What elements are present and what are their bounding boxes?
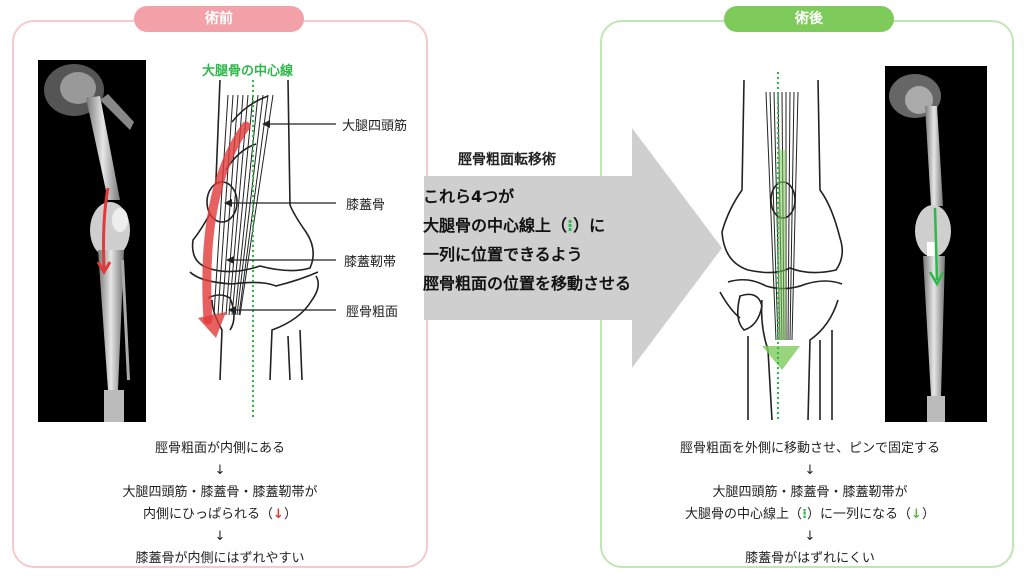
femur-midline-label: 大腿骨の中心線 [202, 64, 294, 79]
after-caption-line-4: 膝蓋骨がはずれにくい [745, 551, 875, 566]
procedure-line-1: これら4つが [423, 187, 515, 206]
procedure-arrow [424, 128, 722, 368]
procedure-line-2: 大腿骨の中心線上（⁝）に [423, 216, 606, 235]
down-arrow: ↓ [214, 463, 226, 478]
patella-label: 膝蓋骨 [346, 198, 386, 213]
midline-mark: ⁝ [802, 507, 808, 522]
green-arrow-mark: ↓ [911, 507, 922, 522]
down-arrow: ↓ [804, 463, 816, 478]
after-caption: 脛骨粗面を外側に移動させ、ピンで固定する ↓ 大腿四頭筋・膝蓋骨・膝蓋靭帯が 大… [610, 438, 1010, 570]
before-caption-line-1: 脛骨粗面が内側にある [154, 441, 285, 456]
before-caption-line-3: 内側にひっぱられる（↓） [143, 507, 297, 522]
after-caption-line-1: 脛骨粗面を外側に移動させ、ピンで固定する [679, 441, 940, 456]
red-arrow-mark: ↓ [273, 507, 284, 522]
after-caption-line-3: 大腿骨の中心線上（⁝）に一列になる（↓） [685, 507, 935, 522]
down-arrow: ↓ [214, 529, 226, 544]
after-caption-line-2: 大腿四頭筋・膝蓋骨・膝蓋靭帯が [712, 485, 908, 500]
before-caption-line-4: 膝蓋骨が内側にはずれやすい [135, 551, 305, 566]
patellar-ligament-label: 膝蓋靭帯 [344, 255, 397, 270]
before-caption-line-2: 大腿四頭筋・膝蓋骨・膝蓋靭帯が [122, 485, 318, 500]
before-header: 術前 [134, 6, 304, 32]
procedure-title: 脛骨粗面転移術 [458, 152, 556, 168]
before-xray-image [38, 60, 146, 422]
procedure-line-3: 一列に位置できるよう [423, 245, 583, 264]
down-arrow: ↓ [804, 529, 816, 544]
quadriceps-label: 大腿四頭筋 [342, 119, 408, 134]
after-xray-image [885, 66, 987, 422]
tibial-tuberosity-label: 脛骨粗面 [346, 305, 399, 320]
after-header: 術後 [724, 6, 894, 32]
procedure-description: これら4つが 大腿骨の中心線上（⁝）に 一列に位置できるよう 脛骨粗面の位置を移… [423, 182, 631, 298]
before-caption: 脛骨粗面が内側にある ↓ 大腿四頭筋・膝蓋骨・膝蓋靭帯が 内側にひっぱられる（↓… [40, 438, 400, 570]
procedure-line-4: 脛骨粗面の位置を移動させる [423, 274, 632, 293]
midline-mark: ⁝ [567, 216, 574, 235]
